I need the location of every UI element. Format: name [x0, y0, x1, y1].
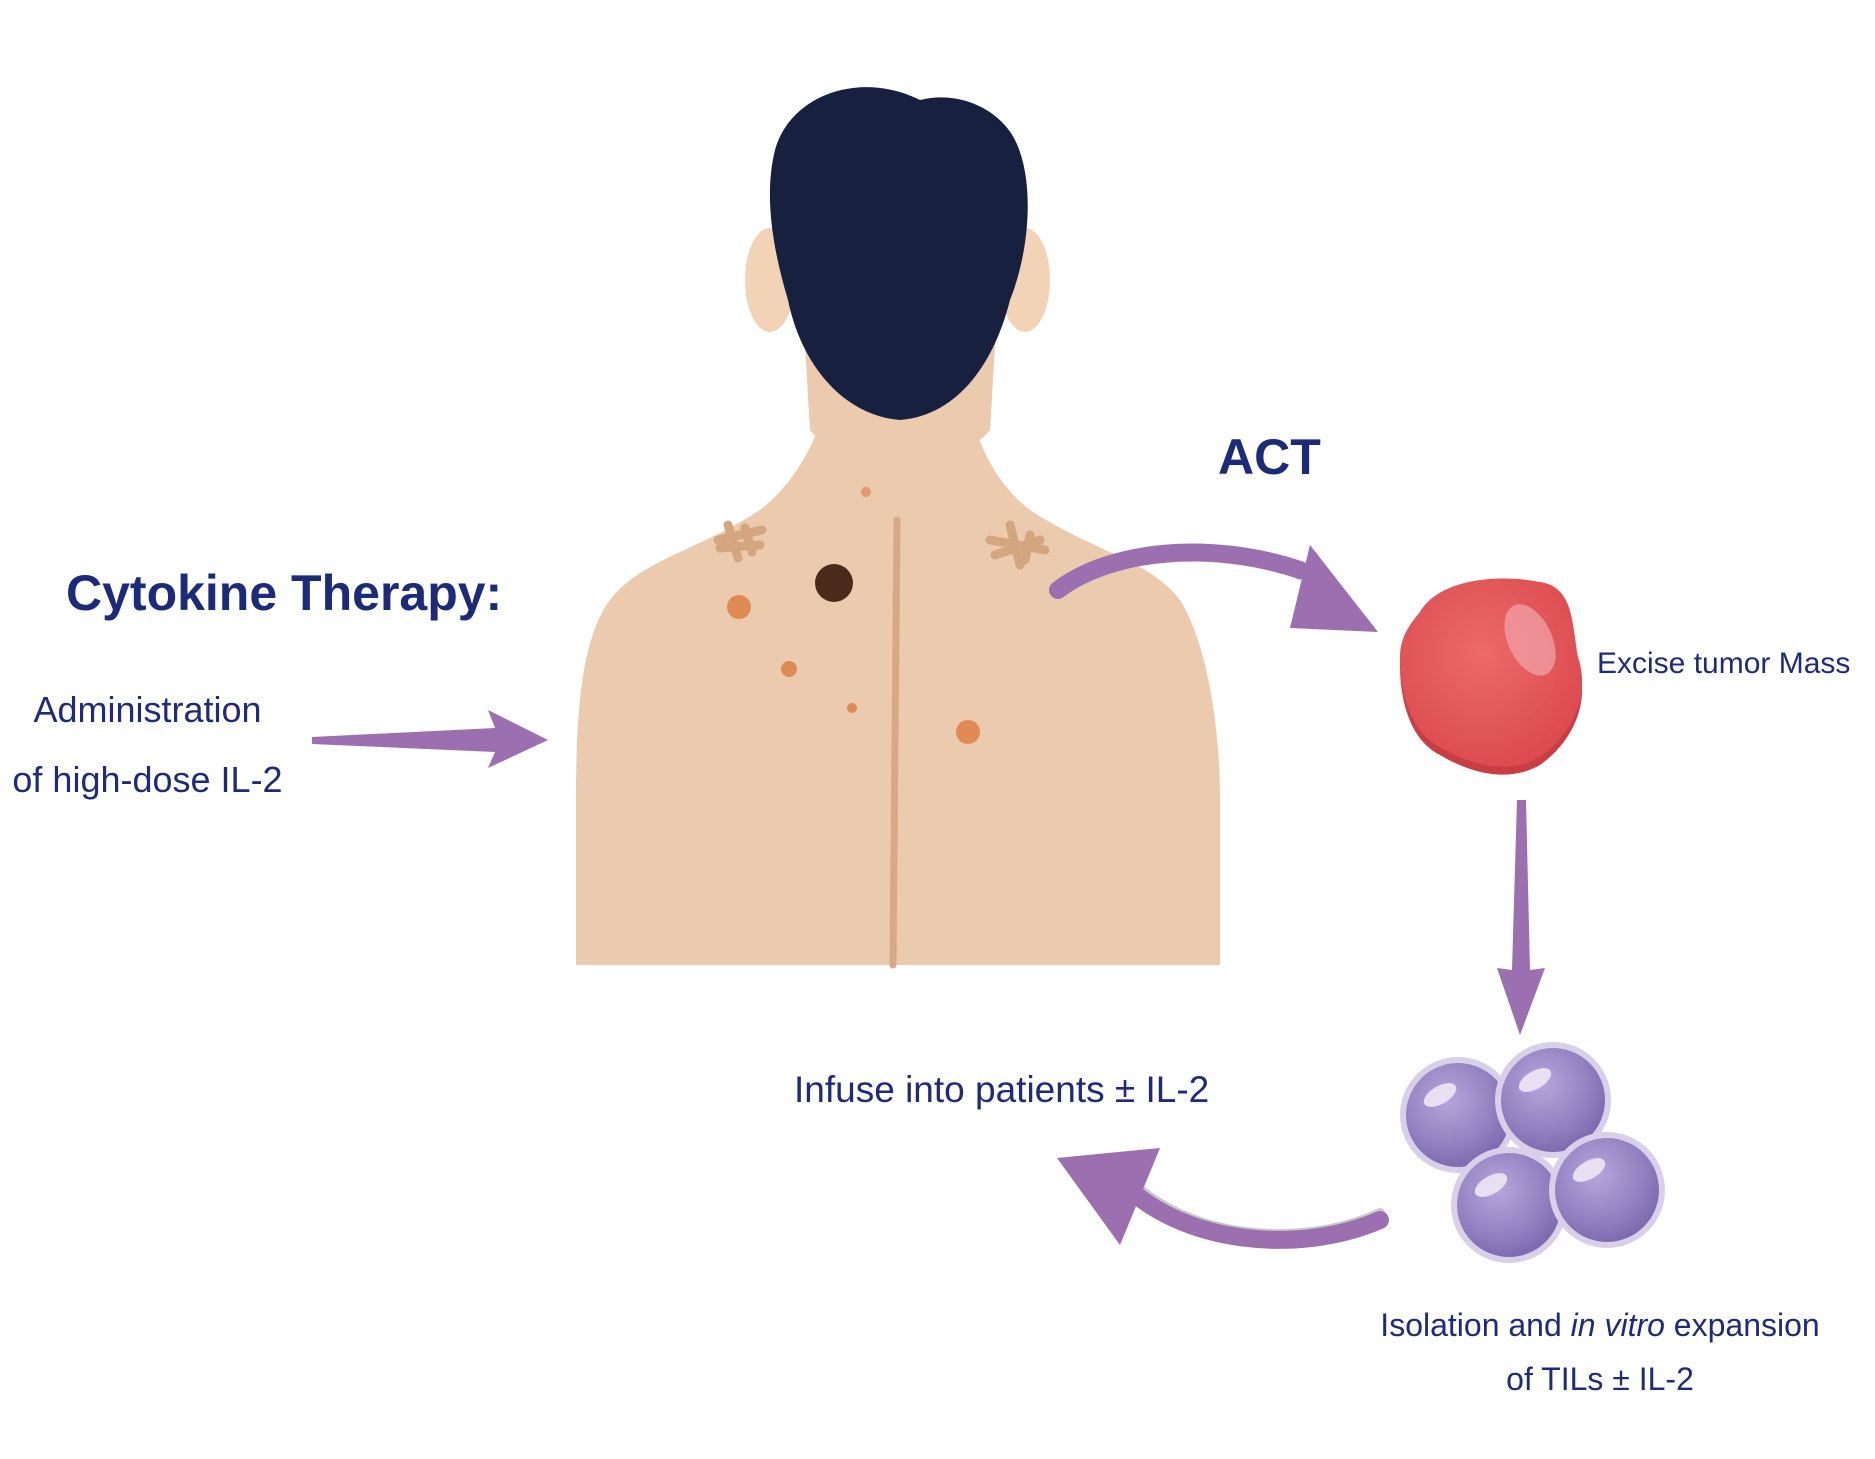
act-title: ACT — [1218, 429, 1321, 485]
isolation-line-2: of TILs ± IL-2 — [1506, 1361, 1694, 1397]
scar-left — [713, 520, 767, 563]
til-cell — [1451, 1147, 1567, 1263]
infuse-label: Infuse into patients ± IL-2 — [794, 1069, 1210, 1110]
mole-dark — [815, 564, 853, 602]
isolation-expansion-label: Isolation and in vitro expansion of TILs… — [1300, 1298, 1875, 1406]
til-cell — [1495, 1042, 1611, 1158]
isolation-post-text: expansion — [1664, 1307, 1820, 1343]
cytokine-therapy-title: Cytokine Therapy: — [66, 565, 503, 621]
til-cell — [1549, 1132, 1665, 1248]
cytokine-line-2: of high-dose IL-2 — [12, 759, 283, 800]
cytokine-administration-text: Administration of high-dose IL-2 — [0, 675, 295, 815]
arrow-tumor-to-cells — [1497, 800, 1545, 1035]
isolation-pre-text: Isolation and — [1380, 1307, 1571, 1343]
cytokine-arrow — [312, 710, 548, 768]
mole — [727, 595, 751, 619]
patient-figure — [576, 87, 1220, 969]
mole — [956, 720, 980, 744]
spine-line — [889, 516, 901, 969]
arrow-cells-to-infuse — [1057, 1148, 1389, 1249]
excise-tumor-label: Excise tumor Mass — [1597, 647, 1851, 680]
mole — [847, 703, 857, 713]
isolation-italic-text: in vitro — [1570, 1307, 1665, 1343]
mole — [781, 661, 797, 677]
cytokine-line-1: Administration — [33, 689, 262, 730]
tumor-mass — [1400, 578, 1583, 775]
til-cell — [1400, 1057, 1516, 1173]
isolation-line-1: Isolation and in vitro expansion — [1300, 1298, 1875, 1352]
til-cell-cluster — [1400, 1042, 1665, 1263]
mole — [861, 487, 871, 497]
act-arrow-to-tumor — [1049, 543, 1378, 632]
scar-right — [985, 520, 1050, 570]
tumor-highlight — [1504, 604, 1556, 676]
patient-hair — [769, 87, 1028, 420]
